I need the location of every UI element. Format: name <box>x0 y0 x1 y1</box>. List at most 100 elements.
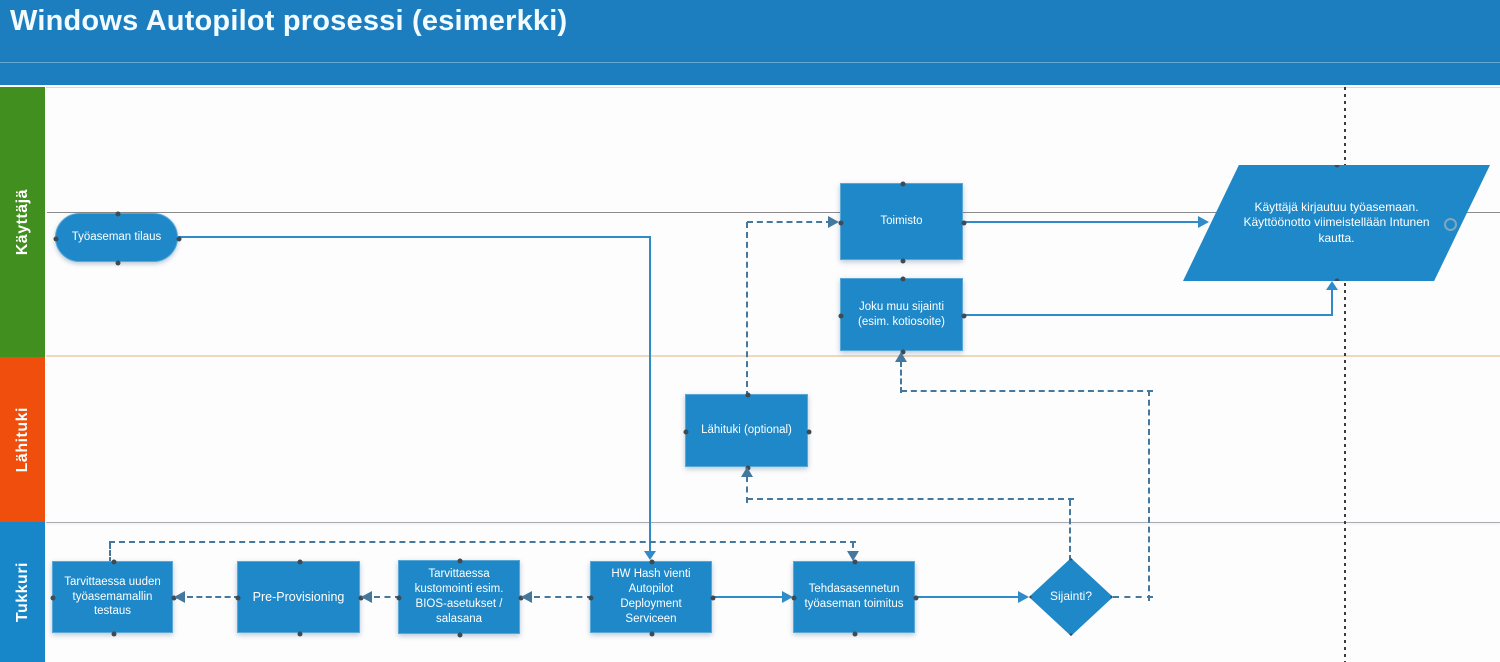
connection-point <box>1068 633 1074 636</box>
lane-label-lahituki: Lähituki <box>0 357 45 522</box>
lane-label-tukkuri: Tukkuri <box>0 522 45 662</box>
arrowhead-into-toimitus-top <box>847 551 859 561</box>
connection-point <box>683 429 689 434</box>
node-tarvittaessa-testaus-label: Tarvittaessa uuden työasemamallin testau… <box>64 575 161 618</box>
lane-divider-lahituki-tukkuri <box>46 522 1500 523</box>
connector-lahituki-toimisto-v[interactable] <box>746 222 748 397</box>
node-hw-hash-vienti-label: HW Hash vienti Autopilot Deployment Serv… <box>611 568 691 625</box>
connection-point <box>111 559 116 565</box>
node-joku-muu-sijainti[interactable]: Joku muu sijainti (esim. kotiosoite) <box>838 276 967 355</box>
connection-point <box>115 211 120 217</box>
arrowhead-into-hwhash <box>644 551 656 560</box>
connection-point <box>791 595 797 601</box>
connector-tilaus-hwhash-h[interactable] <box>178 236 651 238</box>
content-top-border <box>46 87 1500 88</box>
arrowhead-into-kirjautuu-left <box>1198 216 1209 228</box>
connector-lahituki-toimisto-h[interactable] <box>747 221 832 223</box>
connector-kustomointi-preprovisioning[interactable] <box>374 596 401 598</box>
node-toimisto[interactable]: Toimisto <box>838 181 967 264</box>
lane-divider-kayttaja-lahituki <box>46 355 1500 357</box>
connector-preprovisioning-testaus[interactable] <box>187 596 240 598</box>
arrowhead-into-preprovisioning-right <box>361 591 372 603</box>
connection-point <box>297 631 302 637</box>
node-hw-hash-vienti[interactable]: HW Hash vienti Autopilot Deployment Serv… <box>588 559 716 637</box>
connector-jokumuu-kirjautuu-v[interactable] <box>1331 288 1333 316</box>
connection-point <box>457 558 463 564</box>
connection-point <box>1068 558 1074 561</box>
node-tarvittaessa-kustomointi-label: Tarvittaessa kustomointi esim. BIOS-aset… <box>414 568 504 625</box>
node-toimisto-label: Toimisto <box>880 215 923 228</box>
title-bar: Windows Autopilot prosessi (esimerkki) <box>0 0 1500 85</box>
node-kayttaja-kirjautuu-label: Käyttäjä kirjautuu työasemaan. Käyttööno… <box>1243 199 1430 245</box>
connection-point <box>1110 594 1113 600</box>
connector-testaus-toimitus-h[interactable] <box>109 541 856 543</box>
page-break-dotted-line <box>1344 87 1346 662</box>
connection-point <box>838 220 844 225</box>
arrowhead-into-jokumuu-bottom <box>895 352 907 362</box>
arrowhead-into-lahituki-bottom <box>741 467 753 477</box>
arrowhead-into-sijainti <box>1018 591 1029 603</box>
connection-point <box>588 595 594 601</box>
connection-point <box>50 595 56 601</box>
connector-sijainti-jokumuu-v1[interactable] <box>1148 390 1150 601</box>
connection-point <box>838 313 844 318</box>
connector-hwhash-toimitus[interactable] <box>712 596 783 598</box>
connection-point <box>457 632 463 638</box>
arrowhead-into-toimisto-left <box>828 216 839 228</box>
connection-point <box>961 220 967 225</box>
connector-sijainti-jokumuu-h1[interactable] <box>1113 596 1153 598</box>
node-tyoaseman-tilaus-label: Työaseman tilaus <box>71 231 162 244</box>
connection-point <box>111 631 116 637</box>
node-tarvittaessa-kustomointi[interactable]: Tarvittaessa kustomointi esim. BIOS-aset… <box>396 558 524 638</box>
node-lahituki-optional[interactable]: Lähituki (optional) <box>683 392 812 471</box>
connection-handle-circle[interactable] <box>1444 218 1457 231</box>
arrowhead-into-kirjautuu-bottom <box>1326 281 1338 290</box>
connection-point <box>852 631 858 637</box>
lane-label-kayttaja-text: Käyttäjä <box>13 188 31 256</box>
arrowhead-into-kustomointi-right <box>521 591 532 603</box>
connector-sijainti-jokumuu-v2[interactable] <box>900 361 902 393</box>
connection-point <box>297 559 302 565</box>
arrowhead-into-toimitus-left <box>782 591 793 603</box>
connection-point <box>235 595 241 601</box>
connector-hwhash-kustomointi[interactable] <box>534 596 593 598</box>
connection-point <box>745 392 750 398</box>
node-sijainti-decision-label: Sijainti? <box>1049 589 1093 604</box>
node-tarvittaessa-testaus[interactable]: Tarvittaessa uuden työasemamallin testau… <box>50 559 177 637</box>
connection-point <box>53 236 59 241</box>
connection-point <box>115 260 120 266</box>
node-kayttaja-kirjautuu[interactable]: Käyttäjä kirjautuu työasemaan. Käyttööno… <box>1183 165 1490 281</box>
connector-sijainti-jokumuu-h2[interactable] <box>901 390 1153 392</box>
lane-label-kayttaja: Käyttäjä <box>0 87 45 357</box>
connector-sijainti-lahituki-v2[interactable] <box>746 476 748 503</box>
node-tehdasasennetun-toimitus[interactable]: Tehdasasennetun työaseman toimitus <box>791 559 919 637</box>
connector-jokumuu-kirjautuu-h[interactable] <box>963 314 1333 316</box>
node-tehdasasennetun-toimitus-label: Tehdasasennetun työaseman toimitus <box>804 583 904 610</box>
connection-point <box>1334 165 1339 168</box>
connector-testaus-toimitus-v1[interactable] <box>109 543 111 563</box>
connection-point <box>900 258 905 264</box>
connection-point <box>649 559 655 565</box>
connector-sijainti-lahituki-v1[interactable] <box>1069 500 1071 561</box>
connection-point <box>396 595 402 601</box>
node-tyoaseman-tilaus[interactable]: Työaseman tilaus <box>53 211 182 266</box>
node-lahituki-optional-label: Lähituki (optional) <box>701 424 792 437</box>
connector-tilaus-hwhash-v[interactable] <box>649 236 651 552</box>
node-sijainti-decision[interactable]: Sijainti? <box>1029 558 1113 636</box>
connection-point <box>852 559 858 565</box>
connector-testaus-toimitus-v2[interactable] <box>852 543 854 556</box>
connector-toimitus-sijainti[interactable] <box>915 596 1018 598</box>
node-pre-provisioning-label: Pre-Provisioning <box>252 589 345 604</box>
connector-sijainti-lahituki-h[interactable] <box>747 498 1074 500</box>
lane-label-tukkuri-text: Tukkuri <box>13 561 31 623</box>
connection-point <box>649 631 655 637</box>
node-pre-provisioning[interactable]: Pre-Provisioning <box>235 559 364 637</box>
connection-point <box>710 595 716 601</box>
lane-label-lahituki-text: Lähituki <box>13 406 31 473</box>
arrowhead-into-testaus-right <box>174 591 185 603</box>
node-joku-muu-sijainti-label: Joku muu sijainti (esim. kotiosoite) <box>858 300 945 328</box>
connection-point <box>1334 278 1339 281</box>
connection-point <box>806 429 812 434</box>
connector-toimisto-kirjautuu[interactable] <box>963 221 1199 223</box>
